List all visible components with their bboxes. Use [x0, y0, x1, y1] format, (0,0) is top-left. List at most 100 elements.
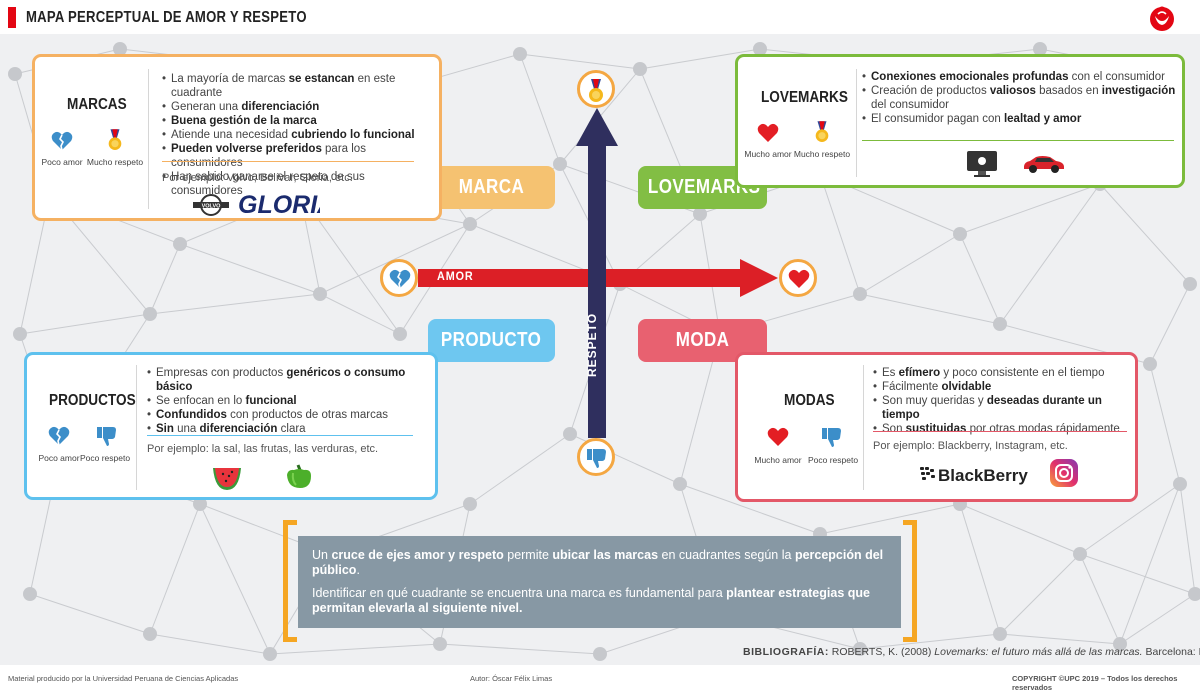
lovemarks-icon-caption-respeto: Mucho respeto [793, 149, 851, 159]
network-node [113, 42, 127, 56]
network-edge [959, 183, 1101, 235]
marcas-icon-caption-respeto: Mucho respeto [86, 157, 144, 167]
list-item: El consumidor pagan con lealtad y amor [862, 112, 1178, 126]
network-edge [1119, 483, 1181, 645]
infographic-stage: AMOR RESPETO MARCA LOVEMARKS PRODUCTO MO… [0, 34, 1200, 665]
network-edge [999, 553, 1081, 635]
network-node [993, 317, 1007, 331]
network-edge [519, 53, 641, 70]
network-node [143, 307, 157, 321]
network-node [633, 62, 647, 76]
gloria-logo: GLORIA [238, 191, 320, 219]
modas-card: MODAS Mucho amor Poco respeto Es efímero… [735, 352, 1138, 502]
bibliography-label: BIBLIOGRAFÍA: [743, 646, 829, 658]
network-node [853, 642, 867, 656]
broken-heart-icon [51, 131, 73, 151]
network-edge [959, 503, 1081, 555]
left-bracket [283, 520, 297, 642]
network-edge [819, 503, 961, 535]
summary-paragraph-2: Identificar en qué cuadrante se encuentr… [312, 586, 870, 615]
network-edge [1079, 553, 1196, 595]
network-node [1073, 547, 1087, 561]
right-bracket [903, 520, 917, 642]
svg-text:VOLVO: VOLVO [202, 203, 222, 209]
network-edge [149, 503, 201, 635]
network-node [313, 287, 327, 301]
network-node [1143, 357, 1157, 371]
modas-title: MODAS [784, 392, 835, 409]
bibliography: BIBLIOGRAFÍA: ROBERTS, K. (2008) Lovemar… [743, 646, 1200, 658]
network-edge [959, 233, 1001, 325]
divider [136, 365, 137, 490]
page-title: MAPA PERCEPTUAL DE AMOR Y RESPETO [26, 9, 307, 26]
list-item: Son muy queridas y deseadas durante un t… [873, 394, 1135, 422]
list-item: Generan una diferenciación [162, 100, 437, 114]
lovemarks-bullet-list: Conexiones emocionales profundas con el … [862, 70, 1178, 126]
lovemarks-card: LOVEMARKS Mucho amor Mucho respeto Conex… [735, 54, 1185, 188]
network-edge [149, 243, 181, 315]
network-node [1188, 587, 1200, 601]
network-edge [269, 643, 441, 655]
bibliography-publisher: Barcelona: Empresa Activa. [1145, 646, 1200, 658]
heart-icon [788, 269, 810, 288]
network-node [263, 647, 277, 661]
left-broken-heart-circle [380, 259, 418, 297]
quadrant-marca: MARCA [428, 166, 555, 209]
network-node [673, 477, 687, 491]
network-edge [819, 173, 861, 295]
productos-example: Por ejemplo: la sal, las frutas, las ver… [147, 443, 379, 455]
network-node [1173, 477, 1187, 491]
summary-box: Un cruce de ejes amor y respeto permite … [298, 536, 901, 628]
divider [162, 161, 414, 162]
list-item: Se enfocan en lo funcional [147, 394, 437, 408]
divider [148, 69, 149, 209]
network-edge [999, 183, 1101, 325]
network-node [393, 327, 407, 341]
network-edge [959, 503, 1001, 635]
network-node [553, 157, 567, 171]
respeto-axis-label: RESPETO [585, 312, 599, 377]
heart-icon [767, 427, 789, 446]
divider [856, 69, 857, 177]
thumbs-down-icon [822, 428, 841, 447]
footer-left: Material producido por la Universidad Pe… [8, 674, 239, 683]
network-node [173, 237, 187, 251]
thumbs-down-icon [587, 449, 606, 468]
network-node [753, 42, 767, 56]
modas-icon-caption-respeto: Poco respeto [807, 455, 859, 465]
quadrant-lovemarks-label: LOVEMARKS [647, 176, 761, 198]
productos-title: PRODUCTOS [49, 392, 136, 409]
summary-paragraph-1: Un cruce de ejes amor y respeto permite … [312, 548, 884, 577]
marcas-example: Por ejemplo: Volvo, Bolívar, Gloria, etc… [162, 172, 353, 184]
list-item: Conexiones emocionales profundas con el … [862, 70, 1178, 84]
broken-heart-icon [389, 269, 411, 289]
network-node [143, 627, 157, 641]
medal-icon [589, 79, 603, 102]
pepper-icon [287, 464, 311, 488]
network-node [463, 217, 477, 231]
network-node [993, 627, 1007, 641]
watermelon-icon [213, 468, 241, 490]
network-node [693, 207, 707, 221]
respeto-arrow [576, 108, 618, 438]
network-node [13, 327, 27, 341]
network-edge [199, 503, 271, 655]
list-item: Confundidos con productos de otras marca… [147, 408, 437, 422]
network-edge [319, 293, 401, 335]
network-edge [1079, 483, 1181, 555]
volvo-logo: VOLVO [193, 194, 229, 216]
list-item: Son sustituidas por otras modas rápidame… [873, 422, 1135, 436]
network-node [953, 227, 967, 241]
thumbs-down-icon [97, 427, 116, 446]
list-item: Pueden volverse preferidos para los cons… [162, 142, 437, 170]
network-node [593, 647, 607, 661]
network-node [853, 287, 867, 301]
lovemarks-title: LOVEMARKS [761, 89, 848, 106]
network-edge [179, 243, 321, 295]
network-node [563, 427, 577, 441]
apple-computer-icon [967, 151, 997, 177]
network-edge [1149, 363, 1181, 485]
list-item: Han sabido ganarse el respeto de sus con… [162, 170, 437, 198]
quadrant-producto: PRODUCTO [428, 319, 555, 362]
modas-example: Por ejemplo: Blackberry, Instagram, etc. [873, 440, 1068, 452]
